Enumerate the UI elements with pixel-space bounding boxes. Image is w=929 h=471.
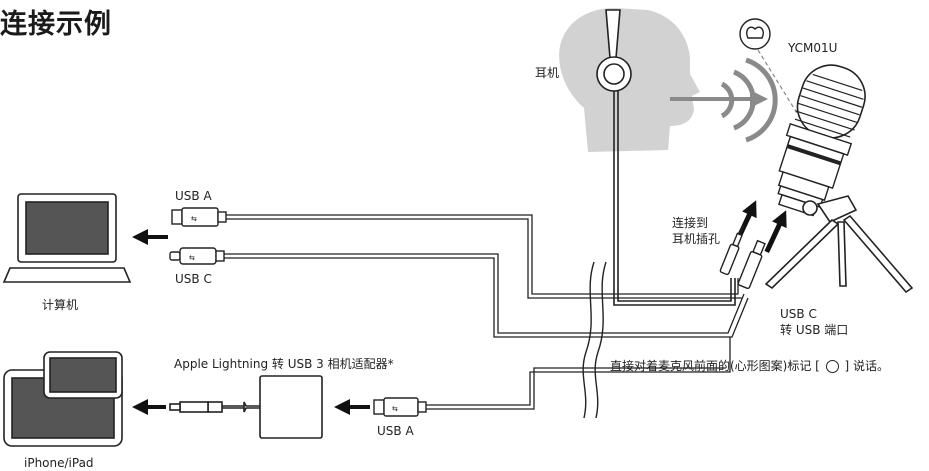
laptop-icon [2,193,132,283]
microphone-icon [777,64,866,217]
cardioid-icon [825,360,839,373]
usb-a-connector-top: ⇆ [171,207,227,227]
cardioid-marker-icon [739,18,801,119]
cardioid-note: 直接对着麦克风前面的(心形图案)标记 [ ] 说话。 [610,359,889,374]
usb-c-left-label: USB C [175,272,212,286]
connect-headphone-line1: 连接到 [672,216,709,230]
lightning-adapter-icon [169,375,323,439]
computer-label: 计算机 [42,298,79,312]
cardioid-note-after: ] 说话。 [844,359,890,373]
arrow-headphone-jack [734,200,757,243]
usb-a-connector-bottom: ⇆ [373,397,427,417]
sound-arrow [670,90,768,108]
arrow-to-ipad [132,399,166,415]
headphone-plug-icon [719,224,745,276]
usb-c-adapter-line1: USB C [780,307,817,321]
headphones-label: 耳机 [535,66,560,80]
cables [224,214,749,410]
cable-break-mark [582,261,607,419]
usb-a-top-label: USB A [175,189,212,203]
tripod-stand-icon [764,195,914,294]
svg-text:⇆: ⇆ [189,254,195,262]
svg-text:⇆: ⇆ [191,215,197,223]
model-label: YCM01U [788,41,838,55]
usb-c-port-adapter-icon [737,239,766,290]
usb-c-connector: ⇆ [169,247,225,265]
svg-text:⇆: ⇆ [392,405,398,413]
arrow-to-adapter [334,399,370,415]
arrow-usb-c-port [764,210,787,253]
usb-a-bottom-label: USB A [377,424,414,438]
lightning-adapter-label: Apple Lightning 转 USB 3 相机适配器* [174,357,394,371]
iphone-icon [43,351,123,399]
connect-headphone-line2: 耳机插孔 [672,232,721,246]
usb-c-adapter-line2: 转 USB 端口 [780,323,849,337]
iphone-ipad-label: iPhone/iPad [24,456,94,470]
page-title: 连接示例 [0,9,112,40]
cardioid-note-before: 直接对着麦克风前面的(心形图案)标记 [ [610,359,820,373]
headphones-icon [596,9,736,306]
arrow-to-laptop [132,229,168,245]
